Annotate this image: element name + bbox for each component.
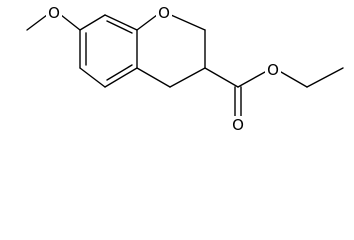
bonds [26,14,344,118]
ester-oxygen-label: O [267,61,279,79]
bond-c4a-c5-inner [106,64,133,81]
bond-ester-o-ch2 [280,71,308,88]
bond-methoxy-o-to-c7 [60,14,81,31]
bond-methyl-to-methoxy-o [26,14,48,31]
bond-c4a-c5 [104,67,138,88]
bond-c8-c8a-inner [106,20,133,34]
bond-c8a-ring-o [136,14,158,31]
bond-c5-c6 [79,67,106,88]
bond-ring-o-c2 [170,14,206,31]
bond-ch2-ch3 [306,67,344,88]
bond-c3-carbonyl-c [204,67,239,88]
bond-c8-c8a [104,14,138,31]
atom-labels: O O O O [46,4,281,134]
molecule-structure: O O O O [26,4,344,134]
methoxy-oxygen-label: O [48,4,60,22]
bond-carbonyl-c-ester-o [237,71,266,88]
bond-c3-c4 [169,67,206,88]
ring-oxygen-label: O [158,4,170,22]
bond-c4-c4a [136,67,171,88]
bond-c7-c8 [79,14,106,31]
carbonyl-oxygen-label: O [232,116,244,134]
